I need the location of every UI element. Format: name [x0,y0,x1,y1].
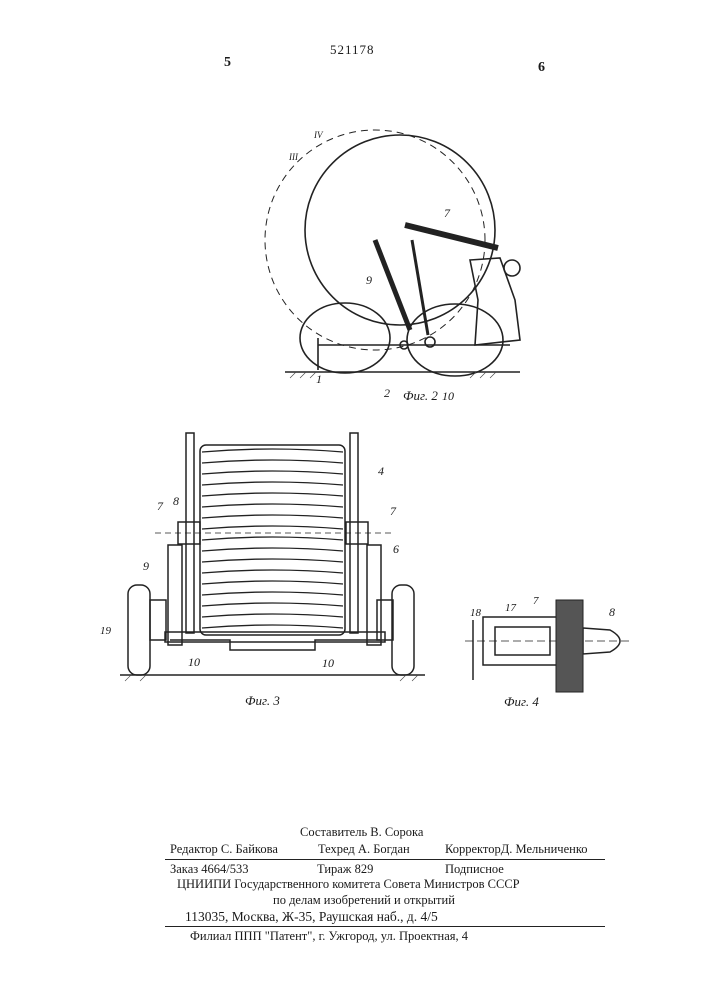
fig2-label-iv: IV [313,130,324,140]
fig4-label-17: 17 [505,602,517,614]
wheel-right [392,585,414,675]
fig3-label-7-right: 7 [390,504,397,518]
corrector: КорректорД. Мельниченко [445,843,588,856]
fig4-wall [556,600,583,692]
fig3-label-9: 9 [143,559,149,573]
fig3-label-6: 6 [393,542,399,556]
fig2-caption: Фиг. 2 [403,388,438,403]
org-line1: ЦНИИПИ Государственного комитета Совета … [177,878,520,891]
fig3-label-8: 8 [173,494,179,508]
address: 113035, Москва, Ж-35, Раушская наб., д. … [185,910,438,924]
imprint-rule [165,859,605,860]
subscription: Подписное [445,863,504,876]
order: Заказ 4664/533 [170,863,249,876]
branch-rule [165,926,605,927]
fig2-label-10: 10 [442,389,454,403]
branch: Филиал ППП "Патент", г. Ужгород, ул. Про… [190,930,468,943]
hose-windings [202,449,343,628]
fig2-label-iii: III [288,152,299,162]
fig3-label-19: 19 [100,625,112,637]
fig3-label-10-left: 10 [188,655,200,669]
fig3-label-10-right: 10 [322,656,334,670]
editor: Редактор С. Байкова [170,843,278,856]
fig2-label-2: 2 [384,386,390,400]
reel-main [305,135,495,325]
reel-lower [300,303,390,373]
fig4-label-8: 8 [609,605,615,619]
hose-coil [200,445,345,635]
fig2-label-1: 1 [316,372,322,386]
fig3-label-7-left: 7 [157,499,164,513]
fig4-label-18: 18 [470,607,482,619]
fig2-label-9: 9 [366,273,372,287]
fig2-label-7: 7 [444,206,451,220]
techred: Техред А. Богдан [318,843,410,856]
print-run: Тираж 829 [317,863,373,876]
fig3-caption: Фиг. 3 [245,693,280,708]
fig3-label-4: 4 [378,464,384,478]
fig4-label-7: 7 [533,595,539,607]
org-line2: по делам изобретений и открытий [273,894,455,907]
compiler: Составитель В. Сорока [300,826,423,839]
wheel-left [128,585,150,675]
fig4-caption: Фиг. 4 [504,694,539,709]
